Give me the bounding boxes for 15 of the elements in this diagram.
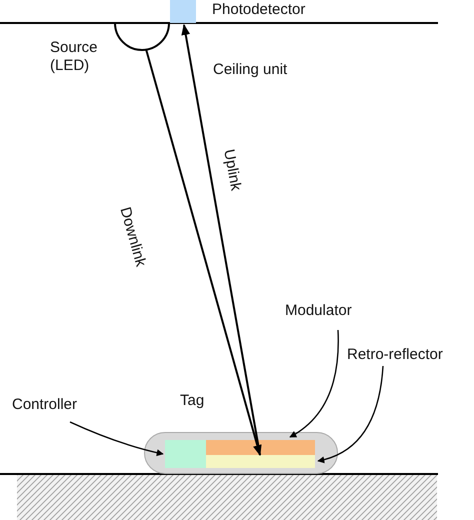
modulator-label: Modulator xyxy=(285,302,352,320)
controller-label: Controller xyxy=(12,396,78,414)
tag-label: Tag xyxy=(180,392,204,410)
leader-line xyxy=(289,330,339,438)
retro-reflector-label: Retro-reflector xyxy=(347,346,443,364)
photodetector-label: Photodetector xyxy=(212,1,306,19)
controller-block xyxy=(165,440,206,468)
source-label: Source (LED) xyxy=(50,39,99,75)
downlink-beam-arrow xyxy=(145,48,262,456)
leader-line xyxy=(317,366,384,463)
modulator-block xyxy=(206,440,315,455)
leader-line xyxy=(70,421,164,456)
ceiling-unit-label: Ceiling unit xyxy=(213,61,288,79)
uplink-beam-arrow xyxy=(181,24,261,456)
retro-reflector-block xyxy=(206,455,315,468)
